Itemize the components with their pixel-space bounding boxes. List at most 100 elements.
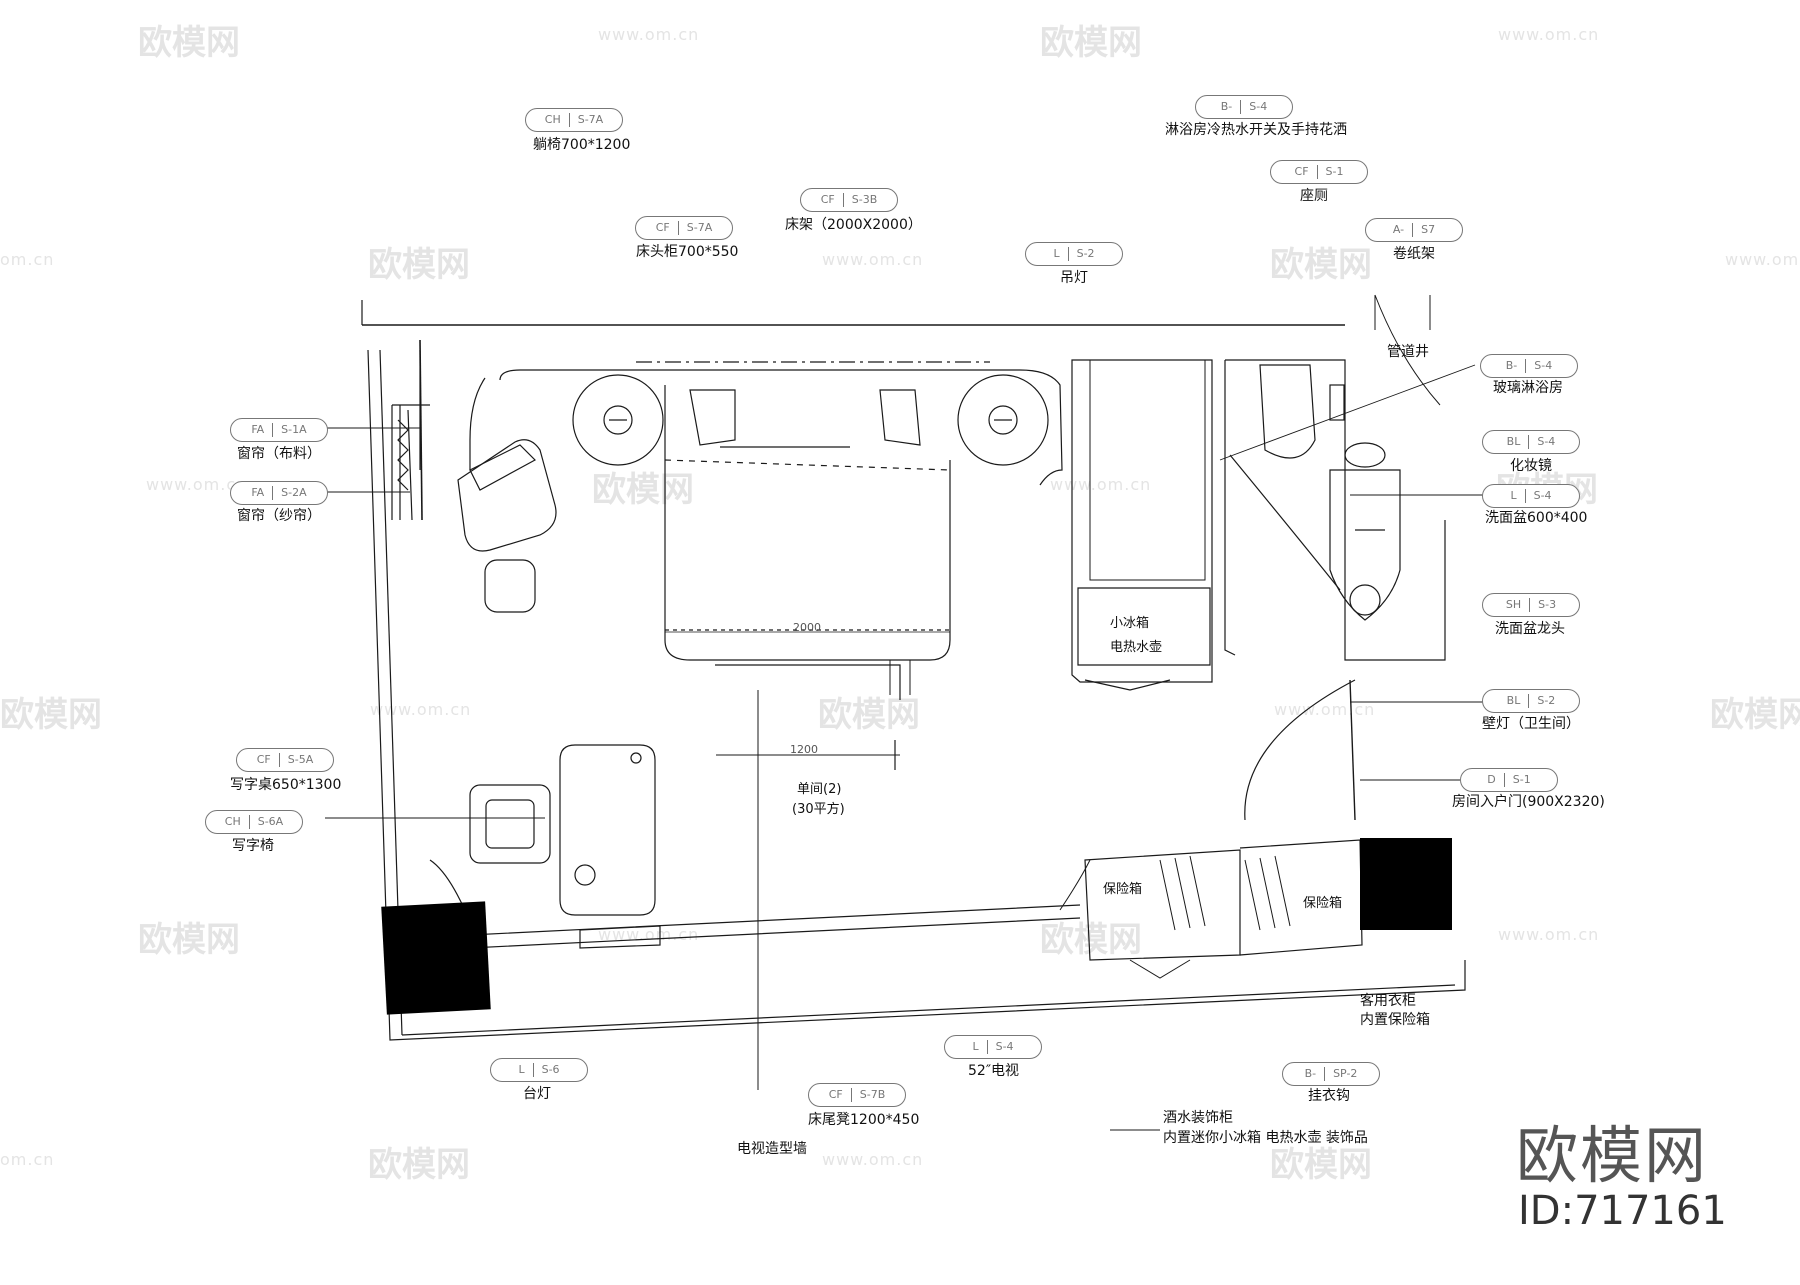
label-pipe-shaft: 管道井 (1387, 344, 1429, 360)
hanger-left (1159, 855, 1206, 931)
watermark-logo: 欧模网 (818, 695, 920, 735)
bathroom-wall (1225, 359, 1446, 661)
basin-counter (1329, 469, 1401, 621)
label-curtain-cloth: 窗帘（布料） (237, 446, 321, 462)
watermark-url: om.cn (0, 1150, 55, 1169)
watermark-url: www.om.cn (822, 1150, 924, 1169)
brand-id: ID:717161 (1518, 1188, 1727, 1234)
left-curve-wall (469, 377, 486, 470)
watermark-logo: 欧模网 (0, 695, 102, 735)
watermark-logo: 欧模网 (1040, 23, 1142, 63)
window-band (391, 405, 413, 521)
pillow-left (689, 389, 736, 446)
watermark-url: www.om.cn (598, 25, 700, 44)
watermark-url: www.om.cn (1498, 25, 1600, 44)
outer-wall-left-bottom (367, 349, 1466, 1041)
bathroom-wall-left (1224, 360, 1236, 656)
basin-bowl (1349, 584, 1381, 616)
lamp-right (988, 405, 1018, 435)
column-left (381, 901, 491, 1015)
ref-tag: B-SP-2 (1282, 1062, 1380, 1086)
inner-wall-bottom (401, 984, 1456, 1036)
watermark-url: www.om.cn (370, 700, 472, 719)
watermark-logo: 欧模网 (138, 920, 240, 960)
label-water-bar: 酒水装饰柜 (1163, 1110, 1233, 1126)
minibar-inner (1077, 587, 1211, 666)
label-safe-1: 保险箱 (1103, 882, 1143, 897)
label-kettle: 电热水壶 (1110, 640, 1163, 655)
label-bed-frame: 床架（2000X2000） (785, 217, 922, 233)
watermark-logo: 欧模网 (368, 1145, 470, 1185)
label-tissue: 卷纸架 (1393, 246, 1435, 262)
tv-wall-lines (469, 904, 1081, 949)
tv-unit (579, 925, 661, 949)
label-faucet: 洗面盆龙头 (1495, 621, 1565, 637)
minibar-cabinet (1071, 359, 1213, 683)
bench-top (715, 664, 901, 700)
watermark-url: www.om.cn (1498, 925, 1600, 944)
watermark-logo: 欧模网 (1270, 245, 1372, 285)
label-basin: 洗面盆600*400 (1485, 510, 1588, 526)
label-tv: 52″电视 (968, 1063, 1020, 1079)
watermark-logo: 欧模网 (138, 23, 240, 63)
ottoman (484, 559, 536, 613)
bed-outline (664, 385, 951, 661)
watermark-logo: 欧模网 (1710, 695, 1800, 735)
entry-door-swing (1244, 679, 1356, 821)
watermark-url: www.om.cn (1725, 250, 1800, 269)
desk-lamp (574, 864, 596, 886)
label-room-area: (30平方) (792, 802, 845, 817)
ref-tag: B-S-4 (1480, 354, 1578, 378)
shower-door-arc (1229, 454, 1341, 591)
label-entry-door: 房间入户门(900X2320) (1452, 794, 1605, 810)
entry-door-leaf (1349, 679, 1356, 821)
watermark-url: www.om.cn (1050, 475, 1152, 494)
label-curtain-sheer: 窗帘（纱帘） (237, 508, 321, 524)
pillow-right (879, 389, 921, 446)
watermark-url: www.om.cn (598, 925, 700, 944)
label-makeup-mirror: 化妆镜 (1510, 458, 1552, 474)
label-nightstand: 床头柜700*550 (636, 244, 739, 260)
window-frame (392, 350, 430, 470)
label-minibar: 小冰箱 (1110, 616, 1150, 631)
hanger-right (1244, 855, 1291, 931)
ref-tag: B-S-4 (1195, 95, 1293, 119)
label-bench: 床尾凳1200*450 (808, 1112, 920, 1128)
watermark-url: www.om.cn (1274, 700, 1376, 719)
watermark-url: www.om.cn (822, 250, 924, 269)
label-wardrobe-sub: 内置保险箱 (1360, 1012, 1430, 1028)
label-shower-switch: 淋浴房冷热水开关及手持花洒 (1165, 122, 1347, 138)
label-chaise: 躺椅700*1200 (533, 137, 631, 153)
label-wall-lamp: 壁灯（卫生间） (1482, 716, 1580, 732)
label-hook: 挂衣钩 (1308, 1088, 1350, 1104)
watermark-url: www.om.cn (146, 475, 248, 494)
dim-bench-width: 1200 (790, 743, 818, 756)
watermark-logo: 欧模网 (1270, 1145, 1372, 1185)
ref-tag: A-S7 (1365, 218, 1463, 242)
desk-top (559, 744, 656, 916)
pipe-shaft-lines (1374, 295, 1431, 330)
watermark-logo: 欧模网 (592, 470, 694, 510)
wardrobe-left (1084, 849, 1241, 961)
wardrobe-right (1239, 839, 1363, 956)
toilet (1344, 442, 1386, 468)
label-pendant: 吊灯 (1060, 270, 1088, 286)
watermark-logo: 欧模网 (1040, 920, 1142, 960)
label-wardrobe: 客用衣柜 (1360, 993, 1416, 1009)
bed-fold-line (664, 459, 951, 471)
label-room-name: 单间(2) (797, 782, 842, 797)
